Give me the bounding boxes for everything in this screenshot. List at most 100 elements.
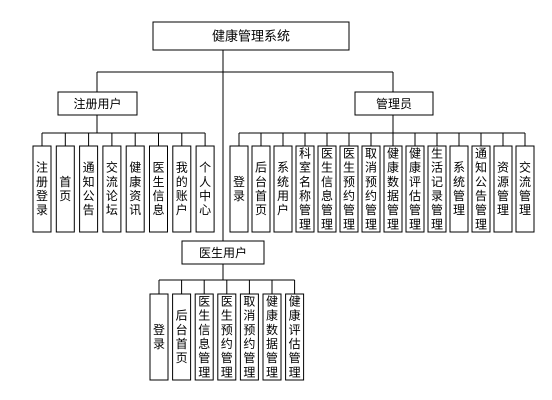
admin-child-label: 登录 (233, 174, 245, 203)
registered-child-box (55, 145, 75, 233)
admin-child-box (273, 145, 293, 233)
registered-child: 我的账户 (172, 145, 192, 233)
admin-child-box (229, 145, 249, 233)
admin-child-box (317, 145, 337, 233)
branch-admin-box (354, 91, 434, 116)
registered-child-box (149, 145, 168, 233)
branch-doctor-box (181, 240, 265, 265)
doctor-child-box (285, 293, 305, 381)
admin-child: 医生预约管理 (339, 145, 359, 233)
doctor-child-label: 医生信息管理 (198, 294, 210, 379)
registered-child-box (125, 145, 145, 233)
doctor-child-label: 取消预约管理 (243, 294, 255, 379)
admin-child: 通知公告管理 (471, 145, 491, 233)
registered-child: 通知公告 (79, 145, 99, 233)
registered-child-label: 个人中心 (199, 161, 211, 218)
branch-admin-label: 管理员 (376, 96, 412, 111)
admin-child-box (427, 145, 447, 233)
registered-child-label: 我的账户 (176, 161, 188, 218)
branch-doctor: 医生用户 (181, 240, 265, 265)
doctor-child: 医生预约管理 (217, 293, 237, 381)
doctor-child-box (194, 293, 214, 381)
admin-child: 登录 (229, 145, 249, 233)
admin-child-label: 通知公告管理 (475, 146, 487, 231)
registered-child: 首页 (55, 145, 75, 233)
registered-child-box (172, 145, 192, 233)
doctor-child-box (239, 293, 259, 381)
admin-child-box (339, 145, 359, 233)
doctor-child: 后台首页 (172, 293, 192, 381)
registered-child: 健康资讯 (125, 145, 145, 233)
doctor-child-label: 医生预约管理 (221, 294, 233, 379)
branch-registered: 注册用户 (57, 91, 138, 116)
admin-child-box (449, 145, 469, 233)
admin-child-label: 科室名称管理 (299, 146, 311, 231)
admin-child: 健康评估管理 (405, 145, 425, 233)
admin-child-label: 系统管理 (453, 161, 465, 218)
connector-lines (41, 50, 526, 294)
branch-doctor-label: 医生用户 (199, 245, 247, 260)
admin-child-label: 后台首页 (255, 161, 267, 218)
registered-child-box (195, 145, 215, 233)
doctor-child: 登录 (149, 293, 169, 381)
admin-child-label: 医生预约管理 (343, 146, 355, 231)
registered-child: 注册登录 (32, 145, 52, 233)
registered-child: 医生信息 (149, 145, 168, 233)
registered-child-box (79, 145, 99, 233)
admin-child: 健康数据管理 (383, 145, 403, 233)
doctor-child-box (217, 293, 237, 381)
admin-child-label: 健康评估管理 (409, 146, 421, 231)
registered-child-box (102, 145, 122, 233)
doctor-child-label: 后台首页 (176, 309, 188, 366)
admin-child-box (361, 145, 381, 233)
doctor-child-label: 健康评估管理 (289, 294, 301, 379)
admin-child-label: 医生信息管理 (321, 146, 333, 231)
registered-child-label: 交流论坛 (106, 160, 118, 218)
admin-child-label: 资源管理 (497, 161, 509, 218)
admin-child: 系统管理 (449, 145, 469, 233)
admin-child-box (493, 145, 513, 233)
admin-child: 后台首页 (251, 145, 271, 233)
admin-child-box (383, 145, 403, 233)
root-node: 健康管理系统 (152, 21, 350, 51)
registered-child-label: 注册登录 (36, 160, 48, 218)
admin-child-box (251, 145, 271, 233)
branch-admin: 管理员 (354, 91, 434, 116)
admin-child: 资源管理 (493, 145, 513, 233)
admin-child-box (515, 145, 535, 233)
doctor-child-box (262, 293, 282, 381)
registered-child-label: 医生信息 (152, 161, 164, 218)
admin-child: 系统用户 (273, 145, 293, 233)
admin-child: 取消预约管理 (361, 145, 381, 233)
admin-child: 医生信息管理 (317, 145, 337, 233)
admin-child-box (295, 145, 315, 233)
admin-child-label: 生活记录管理 (431, 146, 443, 231)
branch-registered-label: 注册用户 (73, 96, 121, 111)
doctor-child: 医生信息管理 (194, 293, 214, 381)
registered-child: 个人中心 (195, 145, 215, 233)
doctor-child: 健康数据管理 (262, 293, 282, 381)
doctor-child-box (172, 293, 192, 381)
registered-child-label: 通知公告 (83, 161, 95, 218)
admin-child: 生活记录管理 (427, 145, 447, 233)
admin-child-label: 交流管理 (519, 160, 531, 218)
root-node-label: 健康管理系统 (212, 29, 290, 45)
admin-child-label: 健康数据管理 (387, 146, 399, 231)
registered-child: 交流论坛 (102, 145, 122, 233)
admin-child-box (471, 145, 491, 233)
admin-child-label: 取消预约管理 (365, 146, 377, 231)
doctor-child: 取消预约管理 (239, 293, 259, 381)
doctor-child-box (149, 293, 169, 381)
admin-child-box (405, 145, 425, 233)
registered-child-box (32, 145, 52, 233)
doctor-child: 健康评估管理 (285, 293, 305, 381)
root-node-box (152, 21, 350, 51)
registered-child-label: 首页 (59, 175, 71, 203)
admin-child: 交流管理 (515, 145, 535, 233)
admin-child-label: 系统用户 (277, 161, 289, 218)
doctor-child-label: 健康数据管理 (266, 294, 278, 379)
registered-child-label: 健康资讯 (129, 161, 141, 218)
